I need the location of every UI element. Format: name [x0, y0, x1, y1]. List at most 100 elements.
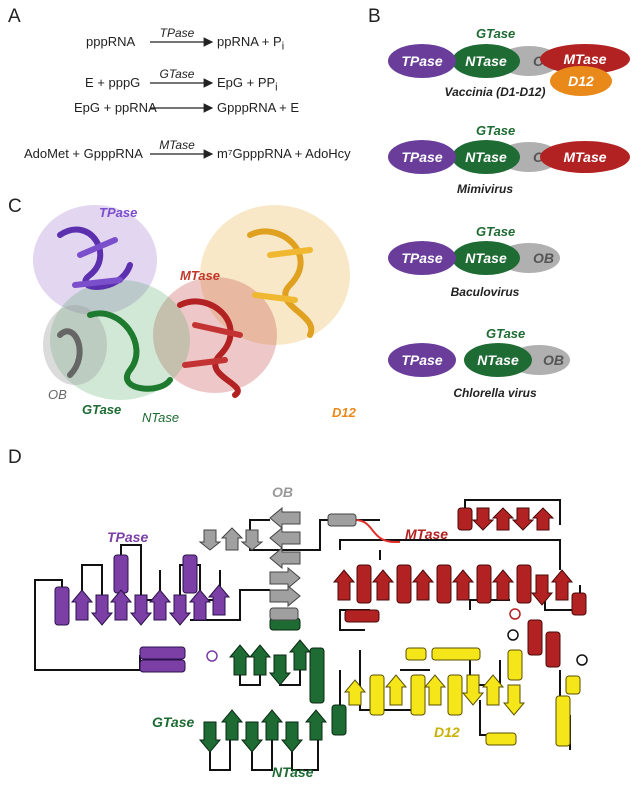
d12-surface — [200, 205, 350, 345]
reaction-2-product-sub: i — [275, 81, 278, 94]
reaction-arrows — [150, 37, 214, 159]
baculovirus-gtase-label: GTase — [476, 224, 516, 239]
vaccinia-caption: Vaccinia (D1-D12) — [444, 85, 546, 99]
ob-strand-25 — [220, 527, 244, 551]
reaction-2-enzyme: GTase — [159, 67, 195, 81]
d12-n-terminus — [507, 629, 519, 641]
ntase-strand-16 — [304, 709, 328, 741]
d12-ribbon — [247, 228, 315, 338]
ntase-strand-9 — [228, 644, 252, 676]
topology-d12-label: D12 — [434, 724, 460, 740]
vaccinia-ntase-domain: NTase — [452, 44, 520, 78]
tpase-strands — [72, 237, 123, 288]
structure-tpase-label: TPase — [99, 205, 138, 220]
structure-ob-label: OB — [48, 387, 67, 402]
vaccinia-gtase-label: GTase — [476, 26, 516, 41]
tpase-strand-6 — [168, 594, 192, 626]
ob-elements — [198, 506, 357, 621]
ob-strand-23 — [269, 584, 301, 608]
d12-helix-d-prime — [369, 674, 385, 716]
mimivirus-tpase-label: TPase — [401, 149, 443, 165]
tpase-elements — [54, 554, 231, 673]
mtase-strand-35 — [531, 507, 555, 531]
ntase-surface — [50, 280, 190, 400]
reaction-2-right: EpG + PPi — [217, 75, 278, 94]
topology-mtase-label: MTase — [405, 526, 449, 542]
ob-strand-22 — [269, 566, 301, 590]
ob-mtase-linker — [354, 519, 400, 543]
mtase-c-terminus — [509, 608, 521, 620]
mtase-strand-37 — [530, 574, 554, 606]
baculovirus-ntase-label: NTase — [465, 250, 507, 266]
mtase-strand-30 — [451, 569, 475, 601]
baculovirus-tpase-domain: TPase — [388, 241, 456, 275]
structure-cartoon — [33, 205, 350, 400]
ntase-strand-10 — [288, 639, 312, 671]
chlorella-caption: Chlorella virus — [453, 386, 537, 400]
mtase-strand-36 — [550, 569, 574, 601]
tpase-strand-7 — [188, 589, 212, 621]
ntase-elements — [198, 617, 347, 753]
vaccinia-tpase-label: TPase — [401, 53, 443, 69]
ntase-strand-12 — [220, 709, 244, 741]
tpase-helix-a — [139, 646, 186, 660]
mtase-helix-o — [476, 564, 492, 604]
d12-helix-c-prime — [405, 647, 427, 661]
mimivirus-ntase-label: NTase — [465, 149, 507, 165]
d12-strand-5-prime — [481, 674, 505, 706]
mimivirus-caption: Mimivirus — [456, 182, 513, 196]
mtase-strand-28 — [371, 569, 395, 601]
reaction-2-left: E + pppG — [85, 75, 141, 90]
reaction-4-left: AdoMet + GpppRNA — [24, 146, 143, 161]
reaction-1-left: pppRNA — [86, 34, 136, 49]
ob-strand-20 — [269, 526, 301, 550]
d12-strand-6-prime — [461, 674, 485, 706]
ntase-strand-13 — [198, 721, 222, 753]
mimivirus-gtase-label: GTase — [476, 123, 516, 138]
mimivirus-mtase-domain: MTase — [540, 141, 630, 173]
mtase-strands — [182, 322, 243, 368]
baculovirus-ob-label: OB — [533, 250, 554, 266]
mtase-helix-t — [571, 592, 587, 616]
ntase-strand-14 — [260, 709, 284, 741]
reaction-4-right: m⁷GpppRNA + AdoHcy — [217, 146, 351, 161]
d12-strand-1-prime — [502, 684, 526, 716]
ntase-strand-17 — [268, 654, 292, 686]
mtase-helix-m — [356, 564, 372, 604]
chlorella-ntase-domain: NTase — [464, 343, 532, 377]
mtase-strand-31 — [491, 569, 515, 601]
ob-strand-26 — [198, 529, 222, 551]
baculovirus-caption: Baculovirus — [450, 285, 520, 299]
mtase-strand-29 — [332, 569, 356, 601]
tpase-strand-1 — [70, 589, 94, 621]
chlorella-ob-label: OB — [543, 352, 564, 368]
ob-strand-21 — [269, 506, 301, 530]
structure-mtase-label: MTase — [180, 268, 220, 283]
topology-gtase-label: GTase — [152, 714, 195, 730]
ob-helix-j — [327, 513, 357, 527]
ntase-strand-11 — [240, 721, 264, 753]
chlorella-tpase-label: TPase — [401, 352, 443, 368]
structure-d12-label: D12 — [332, 405, 356, 420]
reaction-3-left: EpG + ppRNA — [74, 100, 157, 115]
mtase-strand-27 — [411, 569, 435, 601]
reaction-1-enzyme: TPase — [159, 26, 195, 40]
tpase-strand-8 — [207, 584, 231, 616]
tpase-helix-e — [139, 659, 186, 673]
d12-helix-a-prime — [507, 649, 523, 681]
mtase-helix-l — [396, 564, 412, 604]
vaccinia-d12-label: D12 — [568, 73, 594, 89]
ob-strand-19 — [269, 546, 301, 570]
mimivirus-mtase-label: MTase — [563, 149, 607, 165]
chlorella-tpase-domain: TPase — [388, 343, 456, 377]
ntase-strand-18 — [248, 644, 272, 676]
d12-strand-4-prime — [423, 674, 447, 706]
d12-helices — [252, 247, 313, 303]
mtase-helix-r — [527, 619, 543, 656]
ob-helix-i — [269, 607, 299, 621]
reaction-1-right: ppRNA + Pi — [217, 34, 284, 53]
vaccinia-tpase-domain: TPase — [388, 44, 456, 78]
tpase-n-terminus — [206, 650, 218, 662]
d12-elements — [343, 647, 581, 747]
d12-helix-g-prime — [485, 732, 517, 746]
